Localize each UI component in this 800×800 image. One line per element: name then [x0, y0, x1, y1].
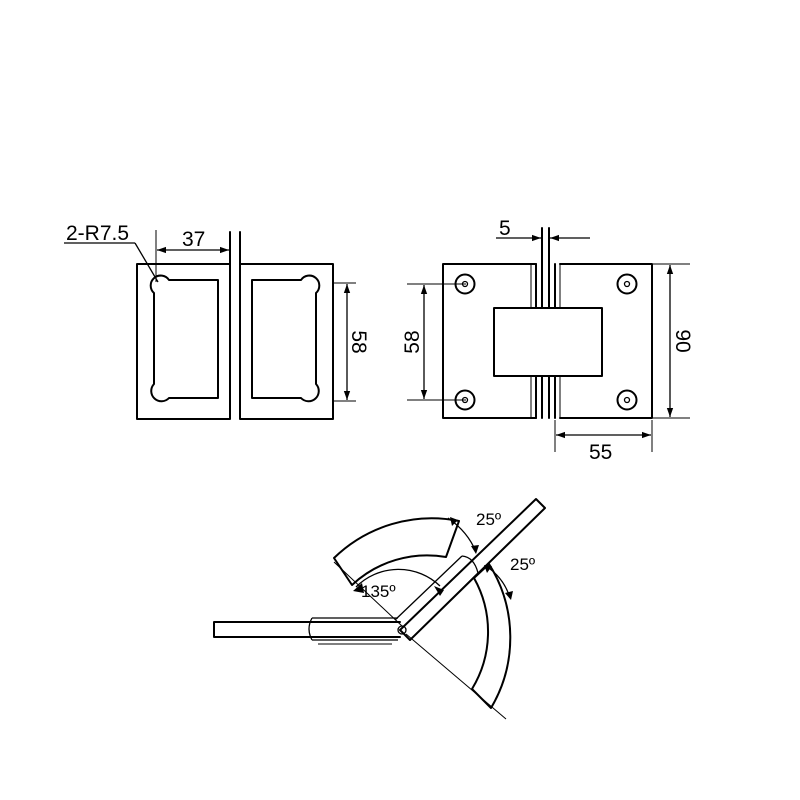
angle-135-text: 135º [361, 582, 396, 601]
angle-135-arrow-left [353, 583, 364, 593]
angle-135-arrow-right [434, 586, 444, 596]
ref-line-lower [405, 633, 507, 720]
angle-25-upper-arrow-b [471, 545, 479, 554]
angle-135-arc [355, 568, 441, 588]
right-slot-cutout [251, 274, 321, 403]
front-left-plate [442, 263, 537, 419]
left-slot-cutout [149, 274, 219, 403]
hinge-body [493, 307, 603, 377]
upper-swing-arc [333, 517, 460, 586]
dim-55-text: 55 [589, 441, 612, 464]
angle-25-upper-arrow [450, 517, 458, 526]
dim-37-text: 37 [182, 228, 205, 251]
front-right-plate [559, 263, 653, 419]
angle-25-lower-arrow [484, 565, 492, 573]
back-view: 2-R7.5 37 58 [64, 222, 370, 420]
fixed-glass-panel [213, 621, 401, 638]
radius-leader [134, 242, 159, 283]
moving-glass-panel [399, 498, 546, 641]
dim-90-text: 90 [671, 329, 694, 352]
lower-swing-arc [471, 563, 512, 709]
angle-25-lower-text: 25º [510, 555, 535, 574]
angle-view: 135º 25º 25º [213, 498, 546, 720]
angle-25-lower-arrow-b [505, 591, 513, 600]
right-plate [239, 263, 334, 420]
screw-bottom-right [616, 389, 638, 411]
radius-note: 2-R7.5 [66, 222, 129, 245]
hinge-sleeve-fixed [308, 617, 398, 641]
ref-line-upper [333, 561, 403, 627]
dim-5-text: 5 [499, 217, 511, 240]
left-plate [136, 263, 231, 420]
angle-25-upper-text: 25º [476, 510, 501, 529]
dim-58-text: 58 [347, 330, 370, 353]
dim-58f-text: 58 [401, 330, 424, 353]
screw-top-right [616, 273, 638, 295]
hinge-sleeve-moving [394, 555, 479, 639]
front-view: 5 58 90 55 [401, 217, 694, 464]
